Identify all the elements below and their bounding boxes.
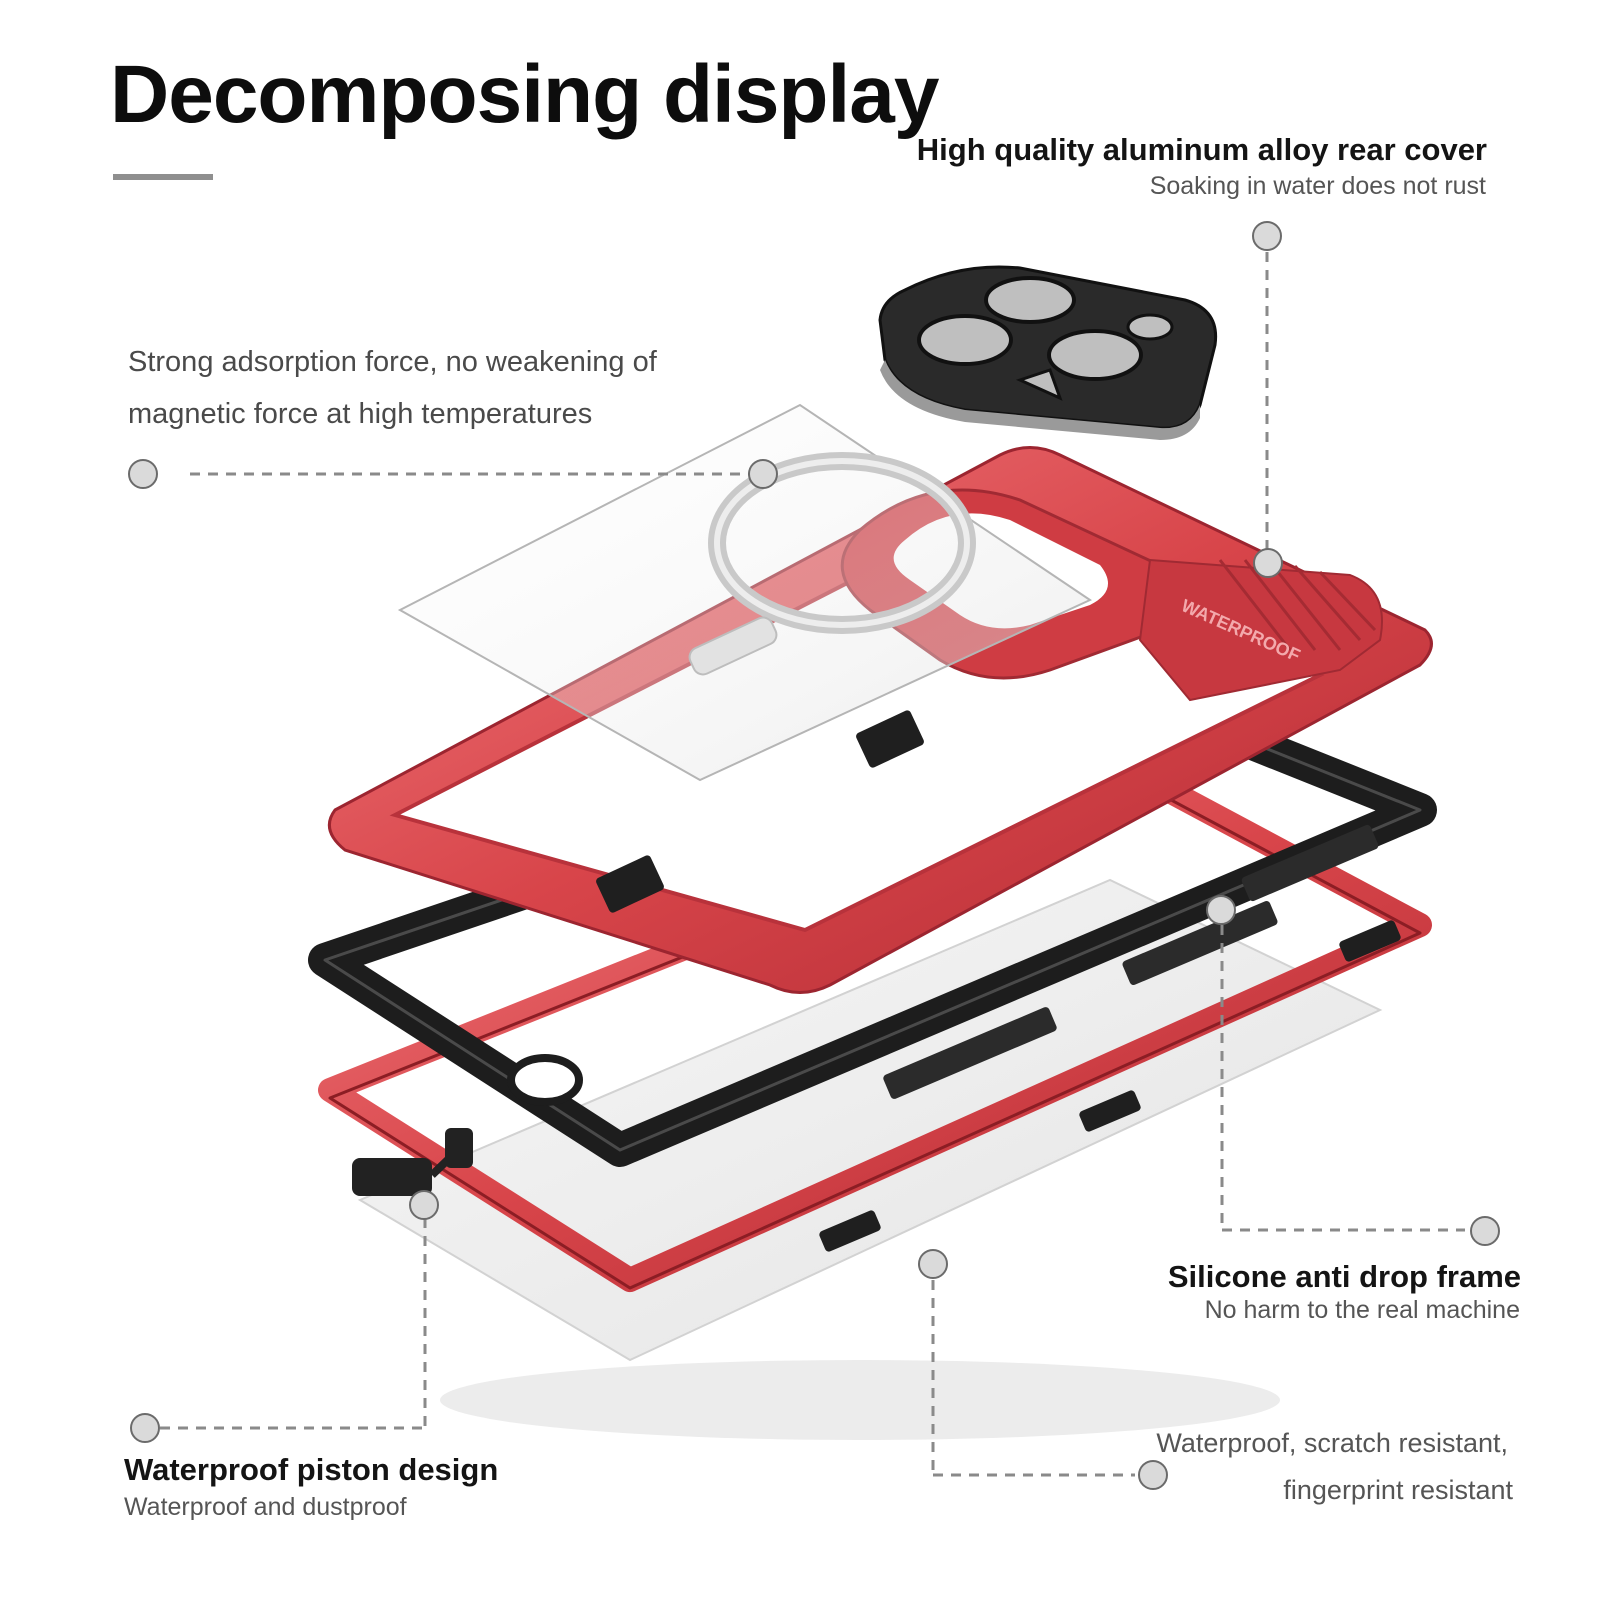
screen-line-2: fingerprint resistant <box>1283 1475 1513 1505</box>
rear-cover-marker-dot <box>1252 221 1282 251</box>
magnetic-line-1: Strong adsorption force, no weakening of <box>128 346 657 378</box>
title-underline <box>113 174 213 180</box>
rear-cover-anchor-dot <box>1253 548 1283 578</box>
piston-anchor-dot <box>409 1190 439 1220</box>
screen-marker-dot <box>1138 1460 1168 1490</box>
silicone-anchor-dot <box>1206 895 1236 925</box>
magnetic-line-2: magnetic force at high temperatures <box>128 398 593 430</box>
rear-cover-heading: High quality aluminum alloy rear cover <box>916 132 1487 167</box>
piston-subtext: Waterproof and dustproof <box>124 1493 407 1521</box>
rear-cover-subtext: Soaking in water does not rust <box>1149 172 1486 200</box>
screen-line-1: Waterproof, scratch resistant, <box>1156 1428 1508 1458</box>
silicone-marker-dot <box>1470 1216 1500 1246</box>
leader-lines <box>160 252 1465 1477</box>
piston-plug <box>352 1128 473 1196</box>
screen-protector-film <box>357 878 1383 1362</box>
ground-shadow <box>440 1360 1280 1440</box>
piston-marker-dot <box>130 1413 160 1443</box>
silicone-heading: Silicone anti drop frame <box>1167 1259 1521 1294</box>
silicone-subtext: No harm to the real machine <box>1204 1296 1520 1324</box>
magnetic-marker-dot <box>128 459 158 489</box>
camera-lens-cover <box>878 265 1218 440</box>
screen-anchor-dot <box>918 1249 948 1279</box>
page-title: Decomposing display <box>110 49 940 140</box>
magnetic-anchor-dot <box>748 459 778 489</box>
piston-heading: Waterproof piston design <box>124 1452 499 1487</box>
